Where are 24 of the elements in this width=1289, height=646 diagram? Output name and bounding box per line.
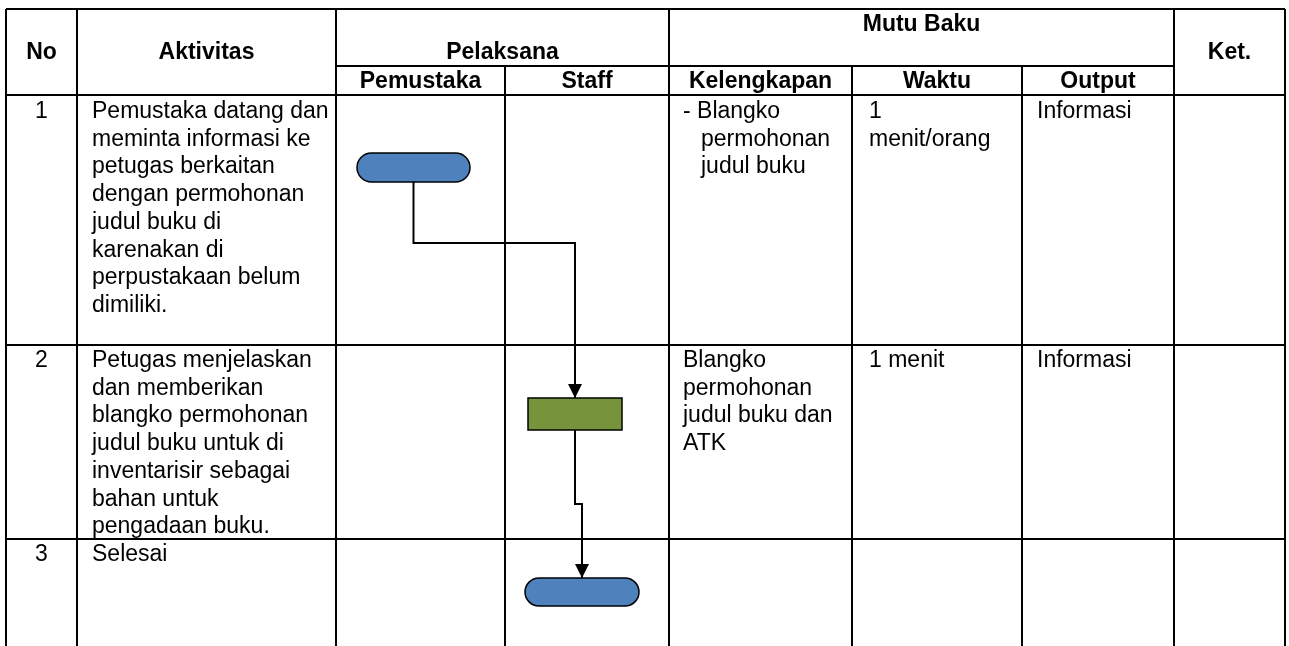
cell-text: Selesai: [92, 540, 169, 568]
cell-text: 1 menit: [869, 346, 946, 374]
column-header: Pelaksana: [445, 38, 560, 66]
column-header: Staff: [560, 67, 614, 95]
column-header: No: [25, 38, 58, 66]
column-header: Kelengkapan: [687, 67, 834, 95]
arrow: [574, 429, 589, 579]
cell-text: Pemustaka datang dan meminta informasi ke petugas berkaitan dengan permohonan judul buku di karenakan di perpustakaan belum dimiliki.: [92, 97, 330, 319]
column-header: Mutu Baku: [861, 10, 982, 38]
column-header: Aktivitas: [157, 38, 256, 66]
cell-text: - Blangko permohonan judul buku: [683, 97, 832, 181]
column-header: Pemustaka: [358, 67, 483, 95]
row-number: 2: [34, 346, 49, 374]
cell-text: Blangko permohonan judul buku dan ATK: [683, 346, 834, 457]
cell-text: 1 menit/orang: [869, 97, 992, 153]
row-number: 1: [34, 97, 49, 125]
column-header: Output: [1059, 67, 1137, 95]
cell-text: Informasi: [1037, 97, 1133, 125]
row-number: 3: [34, 540, 49, 568]
cell-text: Petugas menjelaskan dan memberikan blangko permohonan judul buku untuk di inventarisir sebagai bahan untuk pengadaan buku.: [92, 346, 313, 540]
arrow: [412, 181, 582, 399]
cell-text: Informasi: [1037, 346, 1133, 374]
column-header: Waktu: [901, 67, 973, 95]
column-header: Ket.: [1206, 38, 1253, 66]
